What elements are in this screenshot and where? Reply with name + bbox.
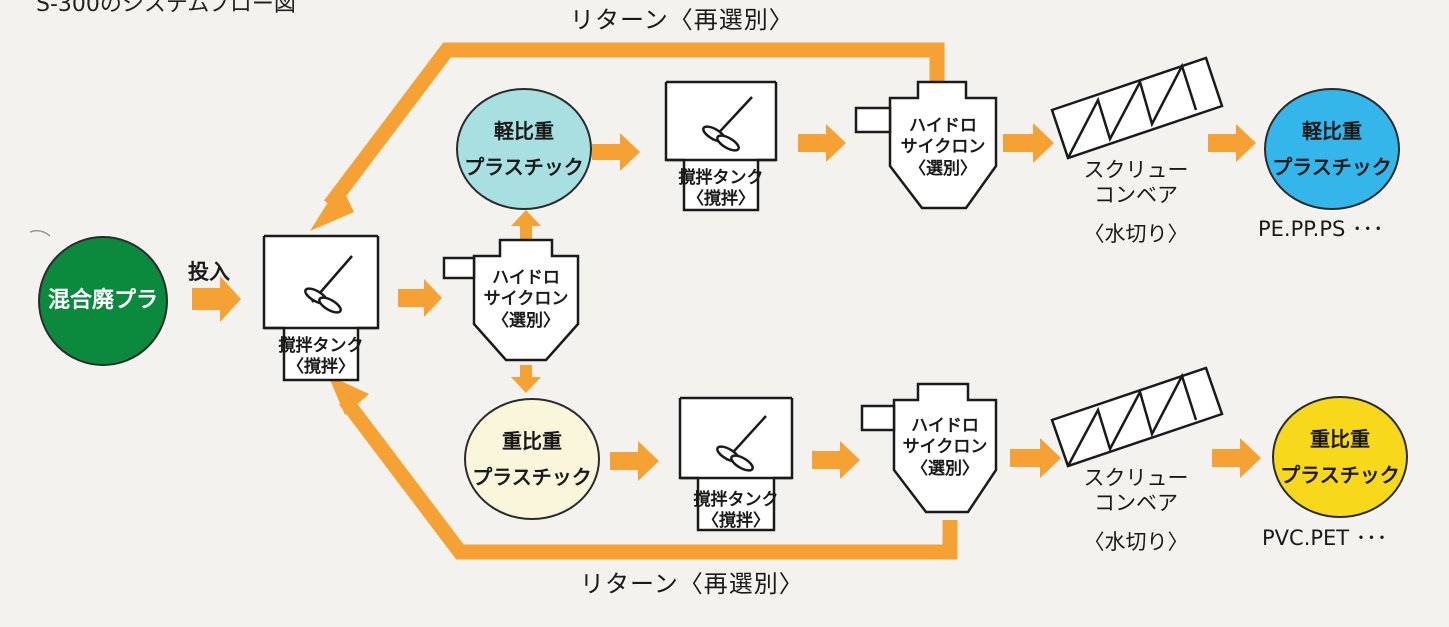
- light-input-line-2: プラスチック: [464, 155, 584, 179]
- light-product-types: PE.PP.PS ･･･: [1258, 217, 1384, 241]
- lower-conveyor-label: スクリュー コンベア 〈水切り〉: [1066, 466, 1206, 556]
- arrow-cyclone-down: [511, 365, 541, 393]
- upper-cyclone-name-1: ハイドロ: [909, 116, 977, 136]
- main-tank-process: 〈撹拌〉: [287, 357, 355, 378]
- heavy-plastic-input-circle: 重比重 プラスチック: [464, 398, 600, 520]
- upper-conveyor-name-2: コンベア: [1094, 183, 1178, 208]
- arrow-lower-3: [1010, 438, 1061, 478]
- arrow-upper-2: [798, 124, 846, 162]
- mixed-waste-circle: 混合廃プラ: [38, 236, 168, 366]
- lower-cyclone: [860, 382, 998, 514]
- main-tank: [262, 234, 380, 382]
- input-arrow-label: 投入: [188, 260, 230, 284]
- lower-tank-name: 撹拌タンク: [693, 490, 779, 510]
- main-cyclone-name-2: サイクロン: [483, 289, 569, 310]
- light-plastic-product-circle: 軽比重 プラスチック: [1264, 88, 1400, 210]
- arrow-tank-to-cyclone: [398, 279, 442, 317]
- upper-conveyor-process: 〈水切り〉: [1083, 222, 1189, 247]
- upper-tank-label: 撹拌タンク 〈撹拌〉: [666, 168, 776, 211]
- upper-cyclone: [854, 80, 998, 210]
- top-return-label: リターン〈再選別〉: [570, 6, 794, 34]
- mixed-waste-label: 混合廃プラ: [47, 288, 158, 314]
- upper-cyclone-process: 〈選別〉: [909, 158, 977, 179]
- lower-cyclone-name-2: サイクロン: [902, 437, 988, 458]
- arrow-upper-4: [1208, 124, 1256, 162]
- arrow-cyclone-up: [511, 210, 541, 240]
- upper-conveyor-label: スクリュー コンベア 〈水切り〉: [1066, 158, 1206, 248]
- heavy-plastic-product-circle: 重比重 プラスチック: [1272, 396, 1408, 518]
- lower-conveyor-process: 〈水切り〉: [1083, 530, 1189, 555]
- main-cyclone-process: 〈選別〉: [492, 310, 560, 331]
- main-cyclone-label: ハイドロ サイクロン 〈選別〉: [474, 268, 578, 332]
- lower-tank-process: 〈撹拌〉: [702, 511, 770, 532]
- light-product-line-1: 軽比重: [1302, 119, 1362, 143]
- heavy-input-line-1: 重比重: [502, 429, 562, 453]
- main-tank-label: 撹拌タンク 〈撹拌〉: [264, 336, 378, 379]
- lower-cyclone-name-1: ハイドロ: [911, 416, 979, 436]
- arrow-input-to-tank: [192, 276, 241, 322]
- main-tank-name: 撹拌タンク: [278, 336, 364, 356]
- bottom-return-loop: [339, 395, 958, 560]
- heavy-product-types: PVC.PET ･･･: [1262, 526, 1388, 550]
- heavy-product-line-1: 重比重: [1310, 427, 1370, 451]
- main-cyclone-name-1: ハイドロ: [492, 268, 560, 288]
- lower-conveyor-name-1: スクリュー: [1083, 466, 1189, 490]
- lower-tank-label: 撹拌タンク 〈撹拌〉: [680, 490, 792, 533]
- arrow-lower-2: [812, 441, 860, 479]
- top-return-arrowhead: [310, 183, 354, 231]
- upper-screw-conveyor: [1050, 56, 1224, 160]
- page-fold-mark: [29, 229, 51, 237]
- upper-cyclone-name-2: サイクロン: [900, 137, 986, 158]
- light-plastic-input-circle: 軽比重 プラスチック: [456, 88, 592, 210]
- arrow-upper-1: [592, 133, 640, 171]
- upper-tank-process: 〈撹拌〉: [687, 189, 755, 210]
- upper-tank-name: 撹拌タンク: [678, 168, 764, 188]
- lower-tank: [678, 396, 794, 532]
- heavy-product-line-2: プラスチック: [1280, 463, 1400, 487]
- arrow-lower-1: [610, 441, 659, 481]
- lower-cyclone-label: ハイドロ サイクロン 〈選別〉: [894, 416, 996, 480]
- bottom-return-arrowhead: [328, 375, 369, 415]
- arrow-upper-3: [1003, 123, 1054, 163]
- page-title: S-300のシステムフロー図: [36, 0, 296, 17]
- main-cyclone: [442, 238, 580, 362]
- upper-conveyor-name-1: スクリュー: [1083, 158, 1189, 182]
- upper-tank: [664, 80, 778, 212]
- lower-conveyor-name-2: コンベア: [1094, 491, 1178, 516]
- bottom-return-label: リターン〈再選別〉: [580, 570, 804, 598]
- arrow-lower-4: [1212, 438, 1261, 478]
- light-product-line-2: プラスチック: [1272, 155, 1392, 179]
- lower-screw-conveyor: [1050, 366, 1224, 468]
- top-return-loop: [324, 42, 945, 210]
- light-input-line-1: 軽比重: [494, 119, 554, 143]
- upper-cyclone-label: ハイドロ サイクロン 〈選別〉: [890, 116, 996, 180]
- heavy-input-line-2: プラスチック: [472, 465, 592, 489]
- lower-cyclone-process: 〈選別〉: [911, 458, 979, 479]
